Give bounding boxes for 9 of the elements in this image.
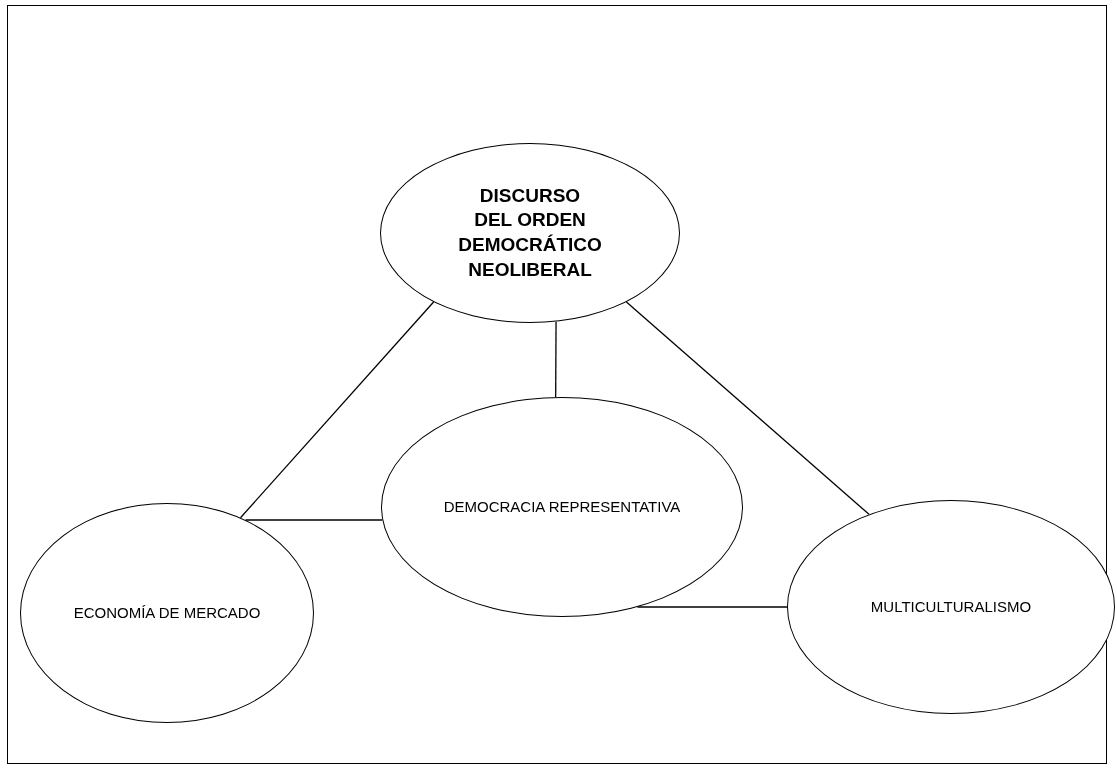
connector-line (555, 321, 557, 398)
node-label: DEMOCRACIA REPRESENTATIVA (443, 497, 681, 517)
connector-line (636, 606, 788, 608)
connector-line (244, 519, 383, 521)
node-label: MULTICULTURALISMO (870, 597, 1032, 617)
connector-line (239, 301, 435, 519)
connector-line (625, 301, 870, 515)
node-label: DISCURSO DEL ORDEN DEMOCRÁTICO NEOLIBERAL (458, 183, 602, 282)
node-label: ECONOMÍA DE MERCADO (73, 603, 261, 623)
